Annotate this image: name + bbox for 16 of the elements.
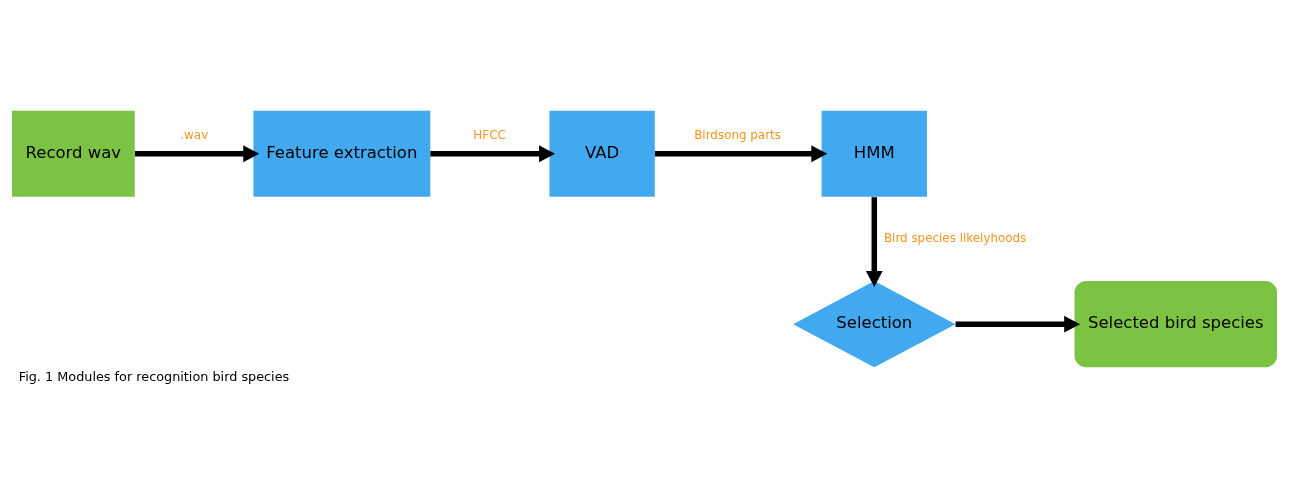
node-box: HMM — [821, 110, 927, 197]
arrow — [134, 144, 260, 162]
arrow — [955, 315, 1081, 333]
arrow — [430, 144, 556, 162]
node-box: VAD — [549, 110, 655, 197]
caption: Fig. 1 Modules for recognition bird species — [18, 368, 290, 384]
node-box: Record wav — [11, 110, 135, 197]
edge-label: Bird species likelyhoods — [883, 230, 1027, 245]
arrow — [865, 196, 883, 287]
node-diamond: Selection — [793, 280, 956, 367]
node-box: Feature extraction — [253, 110, 431, 197]
node-box: Selected bird species — [1074, 280, 1278, 367]
edge-label: HFCC — [473, 127, 506, 142]
arrow — [654, 144, 828, 162]
edge-label: .wav — [180, 127, 209, 142]
edge-label: Birdsong parts — [694, 127, 781, 142]
